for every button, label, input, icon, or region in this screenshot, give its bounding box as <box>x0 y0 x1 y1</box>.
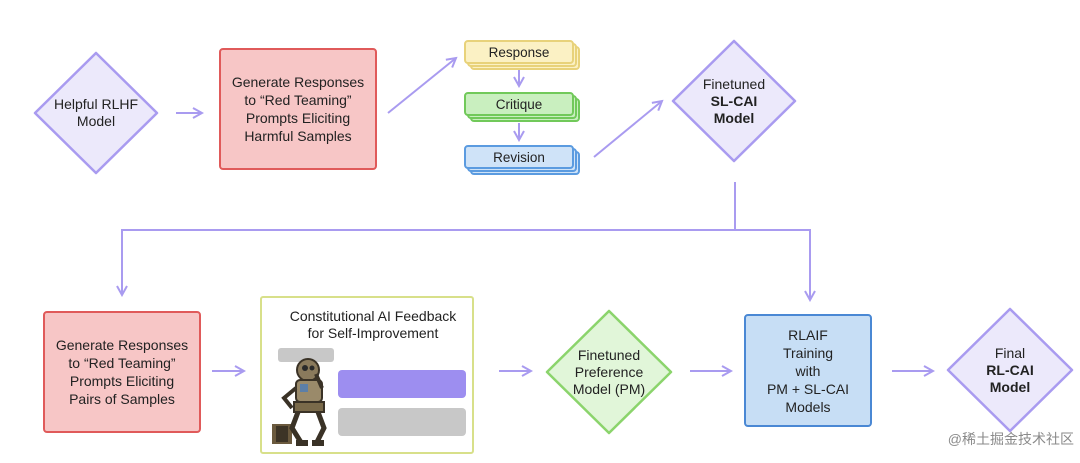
slcai-label: SL-CAI <box>710 92 758 109</box>
revision-label: Revision <box>493 149 545 165</box>
constitutional-ai-feedback-panel: Constitutional AI Feedback for Self-Impr… <box>260 296 474 454</box>
chat-bubble-gray-top <box>278 348 334 362</box>
model-label: Model <box>713 109 755 126</box>
helpful-rlhf-label: Helpful RLHF Model <box>53 96 139 129</box>
rlcai-label: RL-CAI <box>986 361 1034 378</box>
finetuned-slcai-node: Finetuned SL-CAI Model <box>670 38 798 164</box>
chat-bubble-gray-bottom <box>338 408 466 436</box>
thinker-robot-icon <box>272 358 327 446</box>
diamond-shape <box>545 309 673 435</box>
diamond-shape <box>946 307 1074 433</box>
rlaif-training-box: RLAIF Training with PM + SL-CAI Models <box>744 314 872 427</box>
arrow-branch-to-rlaif <box>735 229 810 300</box>
finetuned-label: Finetuned <box>702 75 766 92</box>
watermark-text: @稀土掘金技术社区 <box>947 431 1074 447</box>
arrow-revision-to-slcai <box>593 101 662 158</box>
cai-feedback-title: Constitutional AI Feedback for Self-Impr… <box>289 308 457 341</box>
generate-harmful-samples-box: Generate Responses to “Red Teaming” Prom… <box>219 48 377 170</box>
final-label: Final <box>994 344 1026 361</box>
diamond-shape <box>671 39 797 163</box>
response-label: Response <box>488 44 550 60</box>
diamond-shape <box>33 51 159 175</box>
helpful-rlhf-node: Helpful RLHF Model <box>32 50 160 176</box>
chat-bubble-purple <box>338 370 466 398</box>
arrow-generate-to-response <box>387 58 456 114</box>
finetuned-pm-label: Finetuned Preference Model (PM) <box>572 346 646 397</box>
critique-label: Critique <box>495 96 543 112</box>
finetuned-pm-node: Finetuned Preference Model (PM) <box>544 308 674 436</box>
arrow-branch-to-generate-bottom <box>122 229 735 295</box>
final-rlcai-node: Final RL-CAI Model <box>945 306 1075 434</box>
final-model-label: Model <box>989 378 1031 395</box>
generate-pairs-box: Generate Responses to “Red Teaming” Prom… <box>43 311 201 433</box>
